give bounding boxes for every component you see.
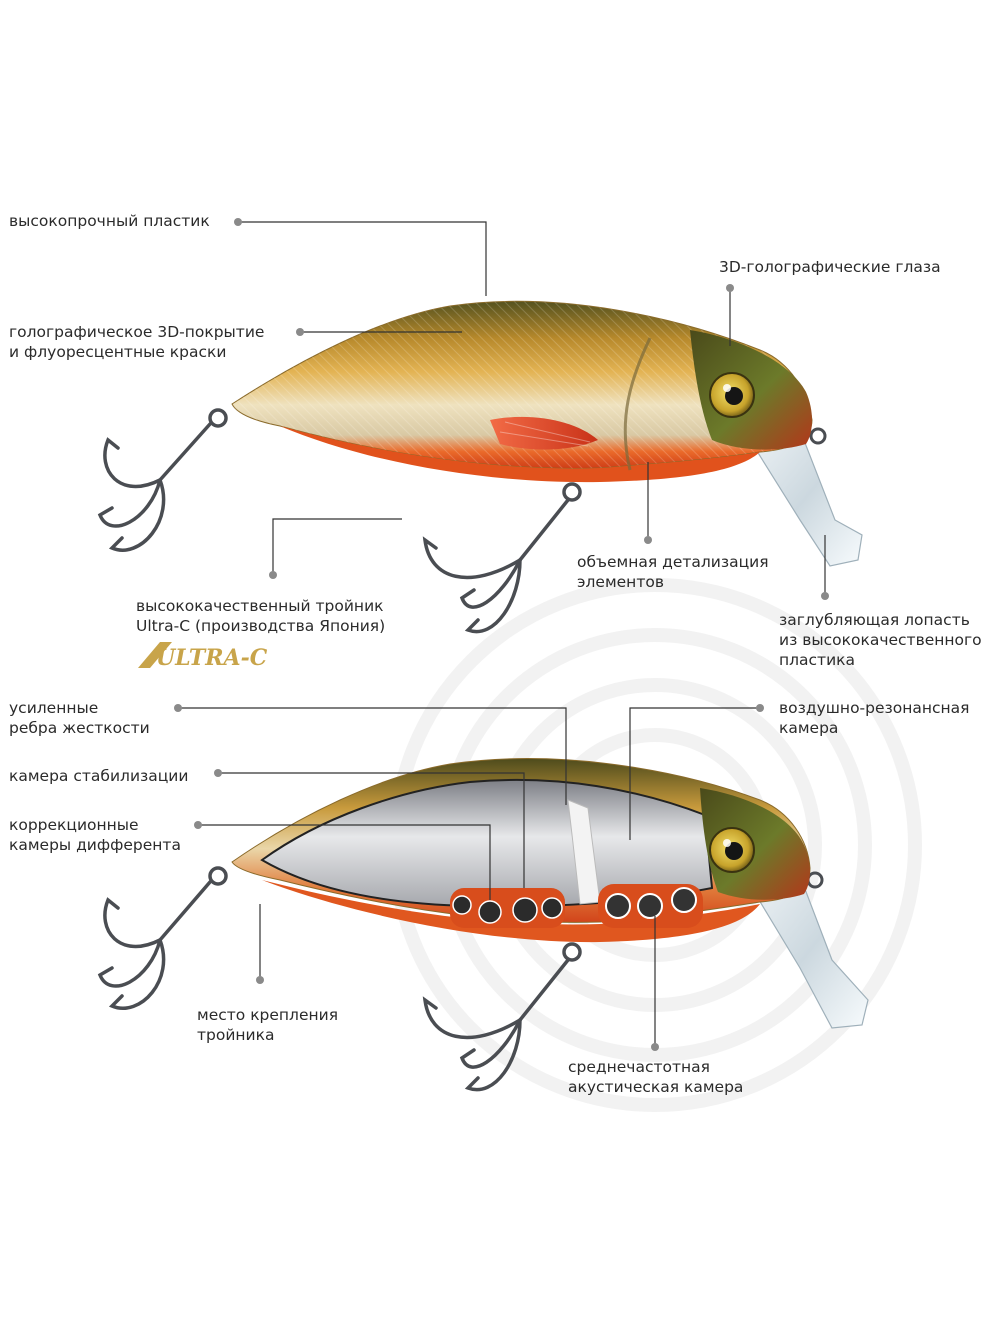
label-air-chamber: воздушно-резонансная камера <box>779 699 970 737</box>
label-ultra-c-hook: высококачественный тройник Ultra-C (прои… <box>136 597 386 635</box>
bottom-belly-hook <box>422 942 582 1092</box>
top-belly-hook <box>422 482 582 634</box>
bottom-lure <box>97 758 869 1092</box>
diving-lip <box>749 429 863 567</box>
label-stiffening-ribs: усиленные ребра жесткости <box>9 699 150 737</box>
label-3d-eyes: 3D-голографические глаза <box>719 258 941 276</box>
top-lure-belly <box>280 426 760 483</box>
leader-lines <box>178 221 826 1047</box>
label-trim-chambers: коррекционные камеры дифферента <box>9 816 181 854</box>
top-tail-hook <box>97 408 228 552</box>
label-high-strength-plastic: высокопрочный пластик <box>9 212 210 230</box>
label-stabilization-chamber: камера стабилизации <box>9 767 189 785</box>
label-3d-details: объемная детализация элементов <box>577 553 769 591</box>
ultra-c-logo: ULTRA-C <box>138 642 268 671</box>
label-holographic-coating: голографическое 3D-покрытие и флуоресцен… <box>9 323 265 361</box>
ultra-c-logo-text: ULTRA-C <box>156 645 268 671</box>
bottom-tail-hook <box>97 866 228 1010</box>
label-hook-mount: место крепления тройника <box>197 1006 339 1044</box>
acoustic-chamber-balls <box>598 884 703 928</box>
label-acoustic-chamber: среднечастотная акустическая камера <box>568 1058 744 1096</box>
top-lure <box>97 300 863 634</box>
label-diving-lip: заглубляющая лопасть из высококачественн… <box>779 611 982 669</box>
top-lure-fin <box>490 416 598 450</box>
gill-cover <box>623 337 652 471</box>
trim-chamber-balls <box>450 888 565 928</box>
line-tie-ring <box>809 427 827 445</box>
leader-dots <box>174 218 829 1051</box>
